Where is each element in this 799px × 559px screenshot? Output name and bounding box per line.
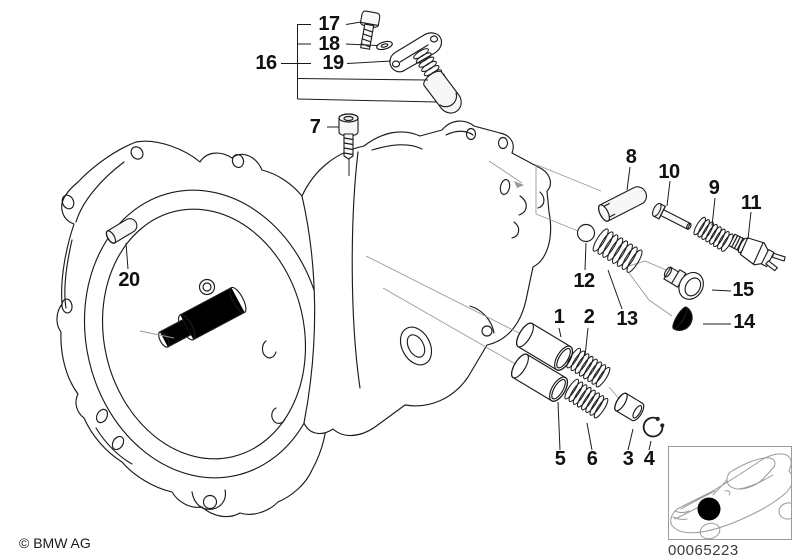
part-15-plug: [663, 266, 704, 300]
car-thumbnail-icon: [670, 453, 791, 539]
part-2-spring: [566, 347, 611, 388]
part-5-sleeve: [511, 353, 569, 402]
callout-9[interactable]: 9: [708, 177, 720, 199]
callout-10[interactable]: 10: [658, 161, 680, 183]
callout-11[interactable]: 11: [740, 192, 762, 214]
input-shaft-drawing: [158, 286, 247, 348]
callout-13[interactable]: 13: [616, 308, 638, 330]
part-13-spring: [592, 228, 643, 273]
part-3-bushing: [614, 392, 645, 422]
callout-4[interactable]: 4: [643, 448, 655, 470]
gear-case-drawing: [301, 120, 552, 437]
location-dot-icon: [697, 497, 721, 521]
callout-15[interactable]: 15: [732, 279, 754, 301]
callout-18[interactable]: 18: [318, 33, 340, 55]
part-9-spring: [693, 216, 734, 252]
callout-leader-lines: [125, 21, 752, 451]
callout-6[interactable]: 6: [586, 448, 598, 470]
part-20-dowel-pin: [105, 218, 138, 244]
callout-3[interactable]: 3: [622, 448, 634, 470]
copyright-notice: © BMW AG: [19, 535, 91, 551]
callout-19[interactable]: 19: [322, 52, 344, 74]
callout-20[interactable]: 20: [118, 269, 140, 291]
part-7-socket-bolt: [338, 113, 359, 160]
callout-1[interactable]: 1: [553, 306, 565, 328]
part-6-spring: [564, 378, 609, 419]
part-19-lever: [389, 32, 443, 73]
callout-17[interactable]: 17: [318, 13, 340, 35]
callout-16[interactable]: 16: [255, 52, 277, 74]
axis-guide-lines: [365, 160, 673, 402]
part-location-box: [668, 446, 792, 540]
part-8-pin: [598, 186, 648, 222]
callout-14[interactable]: 14: [733, 311, 755, 333]
part-14-cap-plug: [672, 306, 693, 331]
part-1-sleeve: [516, 322, 574, 371]
part-17-hex-bolt: [359, 10, 381, 50]
part-18-washer: [376, 40, 393, 51]
part-16-cap: [423, 70, 462, 114]
part-10-selector-pin: [651, 202, 692, 230]
image-code: 00065223: [668, 542, 739, 559]
callout-12[interactable]: 12: [573, 270, 595, 292]
callout-5[interactable]: 5: [554, 448, 566, 470]
part-4-snap-ring: [642, 416, 665, 438]
callout-2[interactable]: 2: [583, 306, 595, 328]
part-11-switch: [728, 233, 786, 272]
callout-8[interactable]: 8: [625, 146, 637, 168]
part-12-ball: [576, 223, 596, 243]
callout-7[interactable]: 7: [309, 116, 321, 138]
